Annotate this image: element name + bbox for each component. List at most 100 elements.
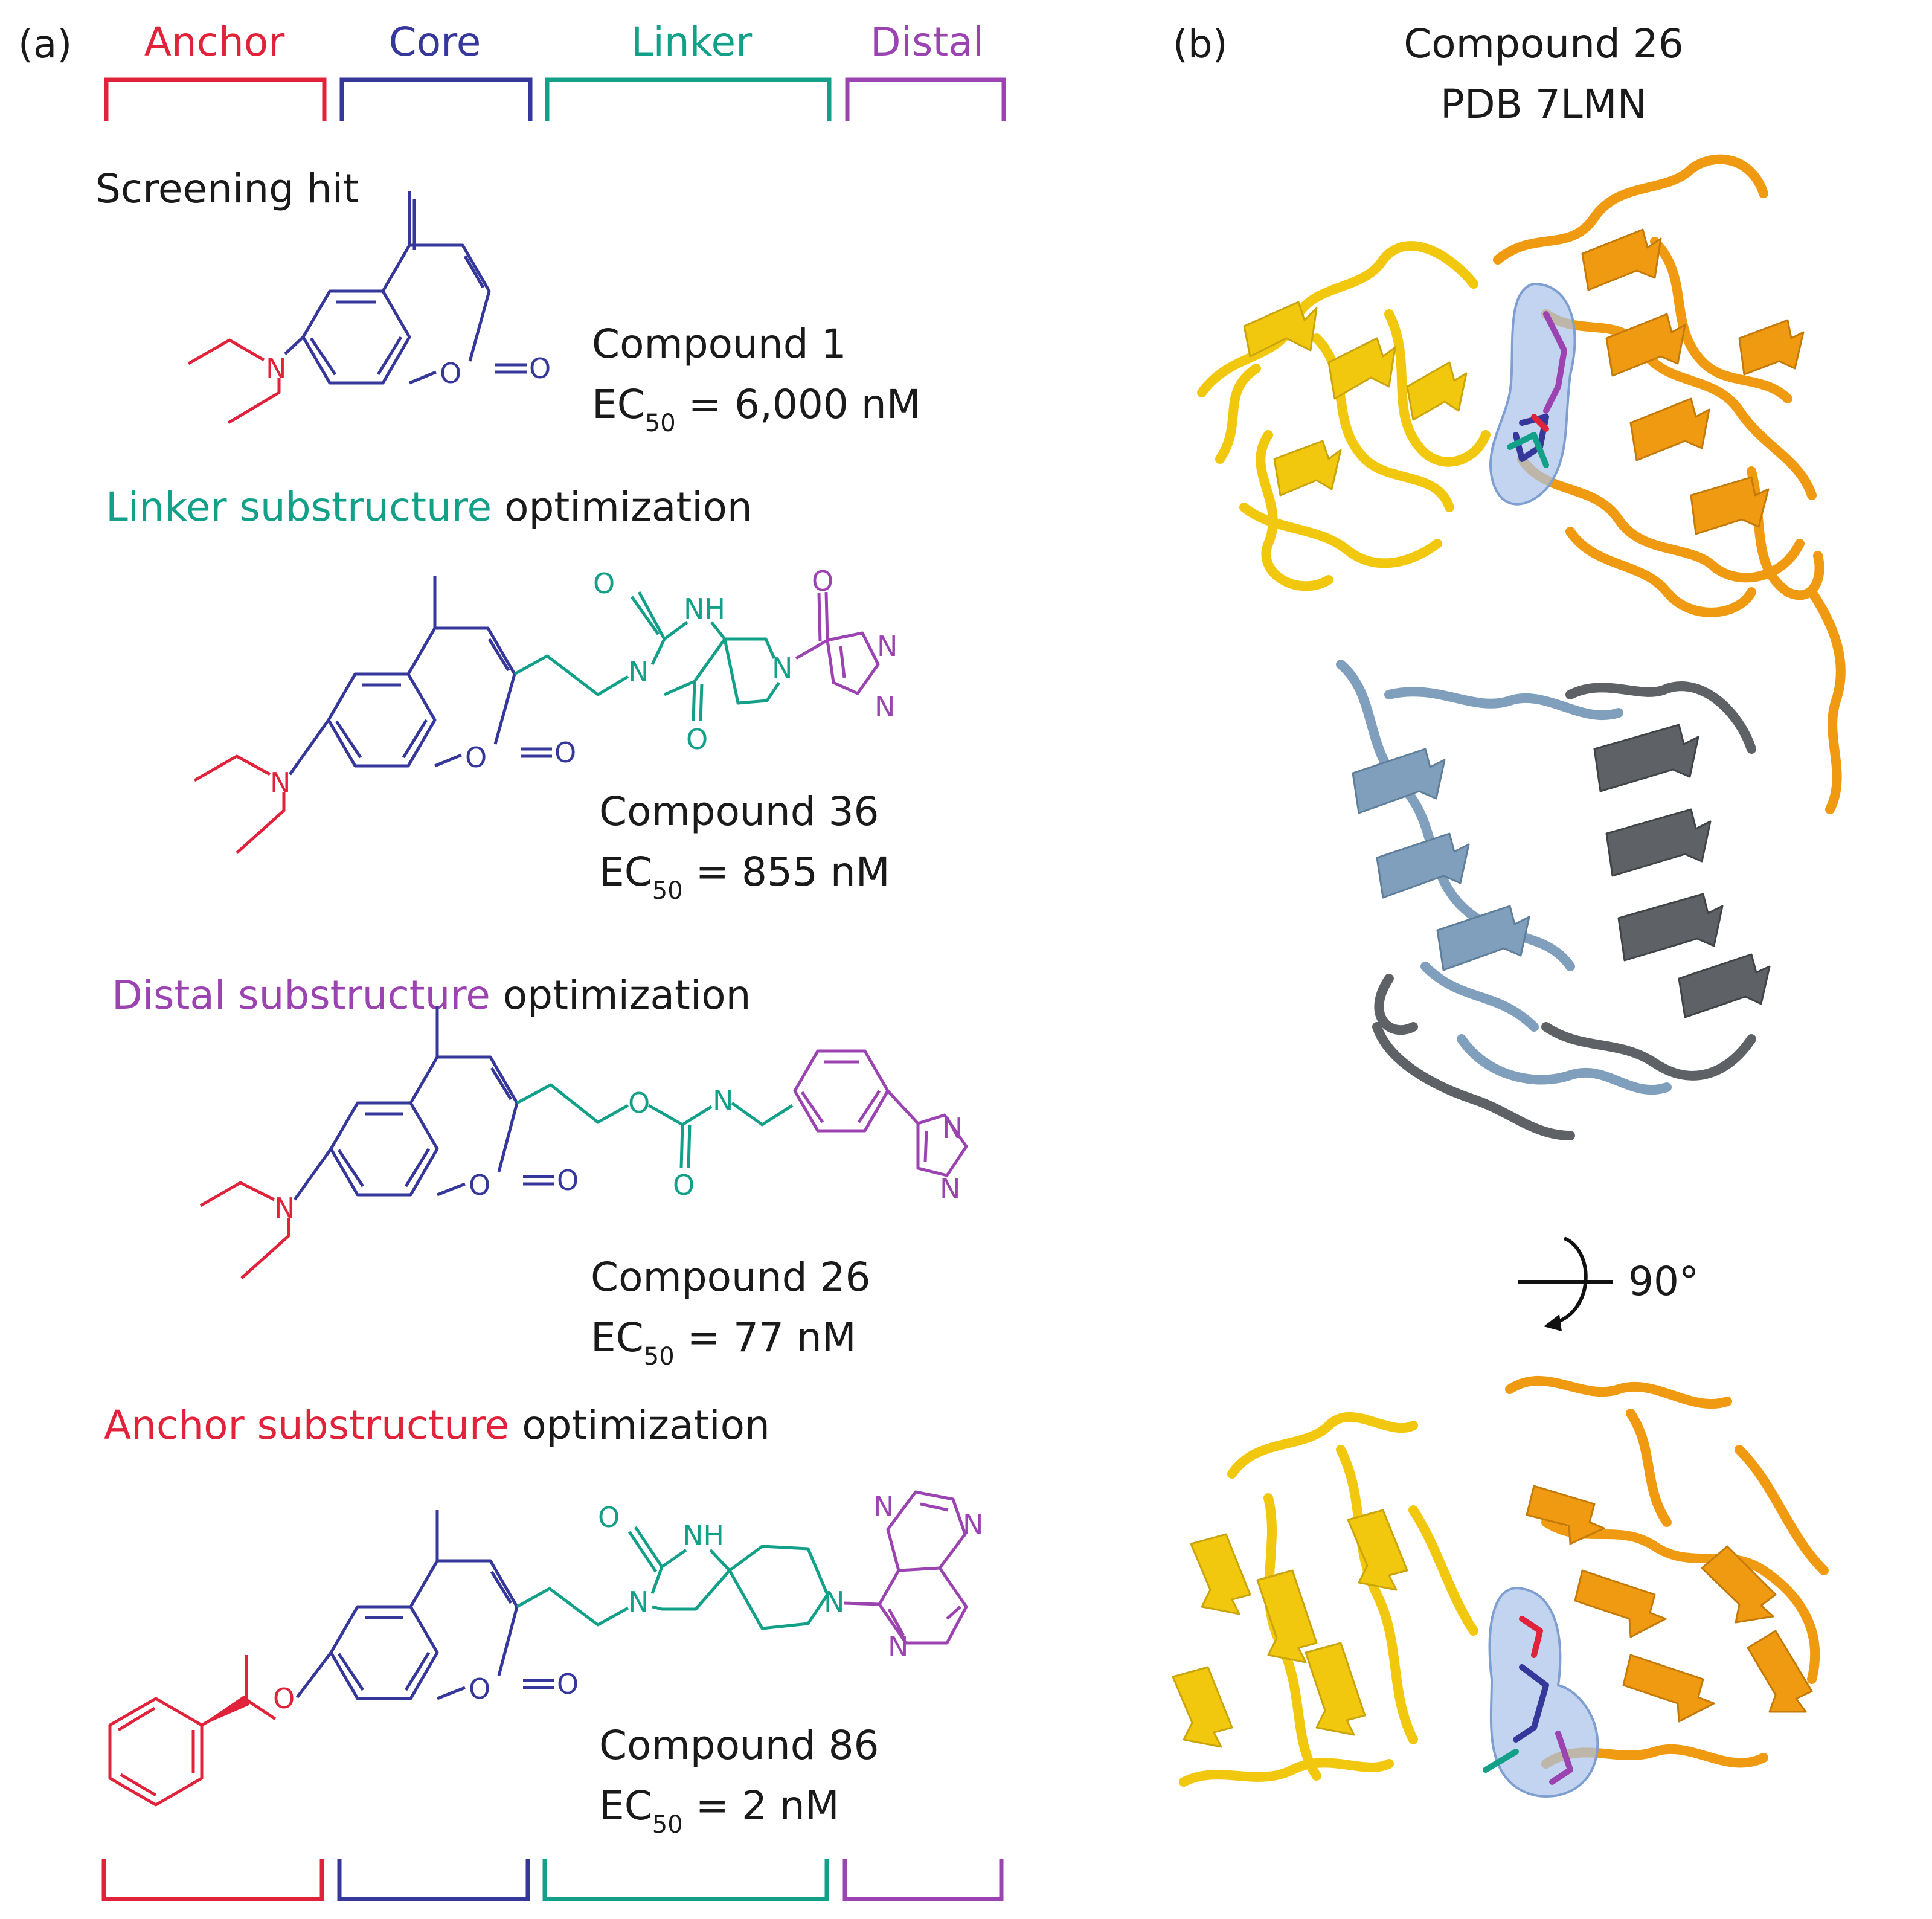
- compound-1-structure: [187, 191, 527, 425]
- compound-1-ec50: EC50 = 6,000 nM: [592, 381, 921, 437]
- c26-atom-n-imidazole-1: N: [942, 1112, 963, 1145]
- compound-86-name: Compound 86: [599, 1722, 879, 1769]
- orange-strands-bottom: [1526, 1485, 1813, 1723]
- c26-atom-o-ester: O: [628, 1087, 650, 1119]
- c36-atom-o-hydantoin-bottom: O: [686, 723, 708, 756]
- header-distal: Distal: [870, 19, 984, 65]
- c26-linker-bonds: [516, 1083, 794, 1169]
- compound-26-structure: [199, 1006, 968, 1279]
- c36-distal-bonds: [795, 591, 880, 695]
- rotation-indicator: [1518, 1236, 1613, 1331]
- c26-atom-o-ring: O: [469, 1169, 490, 1201]
- section-distal-rest: optimization: [490, 972, 751, 1018]
- c26-core-bonds: [293, 1006, 554, 1201]
- bottom-brackets: [101, 1859, 1004, 1901]
- section-anchor-optimization: Anchor substructure optimization: [104, 1402, 770, 1448]
- top-brackets: [104, 77, 1006, 121]
- panel-b-title-compound: Compound 26: [1404, 21, 1684, 67]
- compound-26-ec50: EC50 = 77 nM: [591, 1314, 856, 1371]
- rotation-arc-icon: [1554, 1236, 1588, 1325]
- c1-anchor-bonds: [187, 338, 281, 425]
- compound-26-name: Compound 26: [591, 1254, 871, 1300]
- c36-atom-n-pyrrolidine: N: [772, 652, 792, 684]
- compound-86-caption: Compound 86 EC50 = 2 nM: [599, 1722, 879, 1839]
- gray-strands-top: [1593, 724, 1771, 1018]
- gray-domain-top: [1372, 681, 1756, 1140]
- c26-atom-n-imidazole-2: N: [940, 1172, 960, 1205]
- c36-atom-n-amine: N: [270, 767, 290, 799]
- bracket-core-bottom: [337, 1859, 530, 1901]
- panel-b-label: (b): [1173, 22, 1228, 67]
- header-linker: Linker: [631, 19, 753, 65]
- c86-atom-o-ring: O: [469, 1673, 490, 1705]
- section-screening-hit: Screening hit: [95, 166, 359, 212]
- bracket-core-top: [339, 77, 533, 121]
- c36-atom-o-carbonyl: O: [554, 736, 576, 769]
- c86-atom-o-ether: O: [273, 1682, 295, 1715]
- compound-26-caption: Compound 26 EC50 = 77 nM: [591, 1254, 871, 1371]
- compound-36-name: Compound 36: [599, 788, 879, 835]
- bracket-anchor-top: [104, 77, 327, 121]
- steel-strands-top: [1352, 748, 1530, 971]
- section-linker-optimization: Linker substructure optimization: [106, 484, 753, 530]
- section-linker-rest: optimization: [492, 484, 753, 530]
- panel-a-label: (a): [18, 22, 72, 67]
- c86-distal-bonds: [844, 1490, 968, 1645]
- bracket-linker-bottom: [542, 1859, 829, 1901]
- c86-wedge-bond: [201, 1696, 249, 1726]
- header-core: Core: [389, 19, 481, 65]
- c1-core-bonds: [284, 191, 527, 385]
- c36-linker-bonds: [513, 591, 781, 722]
- panel-b: (b) Compound 26 PDB 7LMN: [1172, 21, 1846, 1798]
- orange-strands-top: [1581, 228, 1805, 535]
- header-anchor: Anchor: [144, 19, 285, 65]
- panel-b-title-pdb: PDB 7LMN: [1440, 81, 1647, 127]
- c26-distal-bonds: [793, 1049, 968, 1177]
- section-distal-highlight: Distal substructure: [112, 972, 490, 1018]
- protein-bottom-view: [1172, 1375, 1829, 1798]
- c36-atom-o-hydantoin-top: O: [593, 567, 615, 600]
- bracket-linker-top: [545, 77, 832, 121]
- compound-86-structure: [108, 1490, 968, 1807]
- compound-86-ec50: EC50 = 2 nM: [599, 1782, 839, 1839]
- compound-36-structure: [193, 576, 880, 854]
- c36-atom-n-imidazole-2: N: [875, 690, 895, 723]
- ligand-surface-bottom: [1483, 1587, 1599, 1798]
- c36-core-bonds: [288, 576, 552, 776]
- c26-anchor-bonds: [199, 1181, 290, 1279]
- bracket-distal-top: [845, 77, 1006, 121]
- panel-a: (a) Anchor Core Linker Distal Screening …: [18, 19, 1006, 1901]
- c36-atom-o-amide: O: [812, 565, 833, 597]
- section-distal-optimization: Distal substructure optimization: [112, 972, 751, 1018]
- protein-top-view: [1197, 154, 1846, 1140]
- section-linker-highlight: Linker substructure: [106, 484, 492, 530]
- c26-atom-n-amine: N: [274, 1192, 295, 1224]
- yellow-domain-bottom: [1179, 1412, 1478, 1787]
- c86-atom-n-urea: N: [628, 1586, 649, 1618]
- c86-atom-o-carbonyl: O: [557, 1668, 579, 1700]
- c86-core-bonds: [296, 1510, 554, 1700]
- c36-atom-n-imidazole-1: N: [877, 630, 897, 663]
- c26-atom-o-carbamate: O: [673, 1169, 695, 1201]
- yellow-domain-top: [1197, 241, 1491, 591]
- rotation-arrowhead-icon: [1544, 1314, 1562, 1331]
- section-anchor-highlight: Anchor substructure: [104, 1402, 509, 1448]
- c86-atom-n-piperidine: N: [824, 1586, 844, 1618]
- yellow-strands-bottom: [1172, 1509, 1408, 1748]
- compound-1-name: Compound 1: [592, 321, 847, 367]
- c1-atom-o-carbonyl: O: [529, 352, 551, 385]
- c86-atom-n-imidazo-bridge: N: [963, 1508, 983, 1541]
- rotation-label: 90°: [1628, 1258, 1699, 1305]
- c86-atom-n-imidazo-top: N: [873, 1490, 894, 1523]
- section-anchor-rest: optimization: [509, 1402, 770, 1448]
- c86-linker-bonds: [516, 1526, 829, 1630]
- c86-anchor-bonds: [108, 1655, 277, 1807]
- compound-36-ec50: EC50 = 855 nM: [599, 849, 890, 905]
- c26-atom-o-carbonyl: O: [557, 1164, 579, 1197]
- yellow-strands-top: [1243, 301, 1468, 497]
- bracket-anchor-bottom: [101, 1859, 324, 1901]
- c36-atom-n-hydantoin: N: [628, 655, 649, 688]
- compound-36-caption: Compound 36 EC50 = 855 nM: [599, 788, 890, 905]
- c1-atom-o-ring: O: [440, 357, 461, 390]
